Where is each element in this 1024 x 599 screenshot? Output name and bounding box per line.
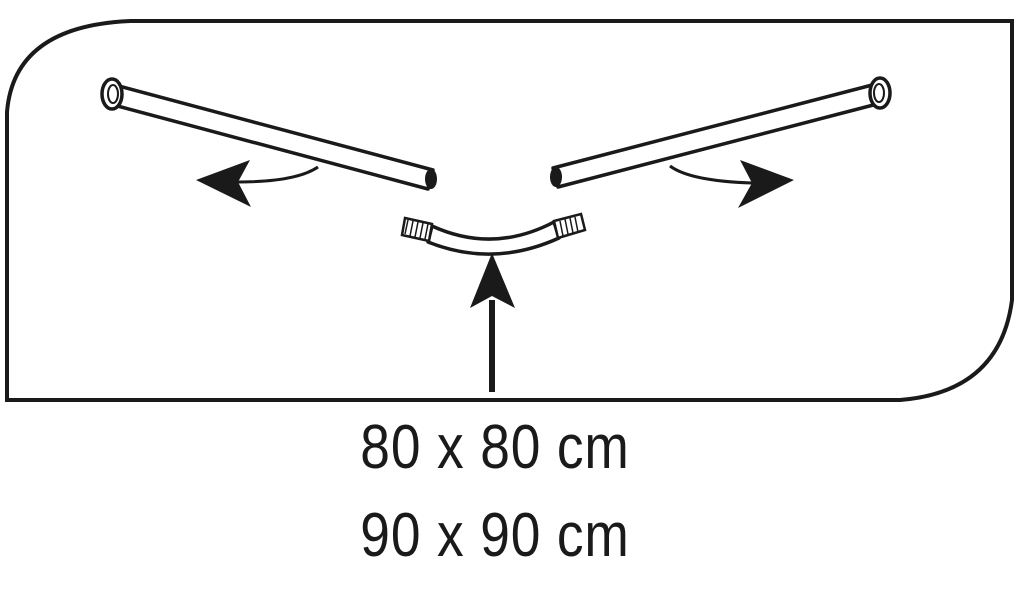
arrow-up-icon — [470, 253, 515, 392]
left-rod — [100, 77, 437, 191]
corner-connector — [400, 212, 587, 256]
tray-outline — [5, 19, 1014, 402]
curved-arrow-right-icon — [669, 160, 794, 208]
right-rod — [550, 76, 892, 189]
size-label-90: 90 x 90 cm — [360, 501, 630, 570]
curved-arrow-left-icon — [196, 160, 319, 207]
size-label-80: 80 x 80 cm — [360, 413, 630, 482]
